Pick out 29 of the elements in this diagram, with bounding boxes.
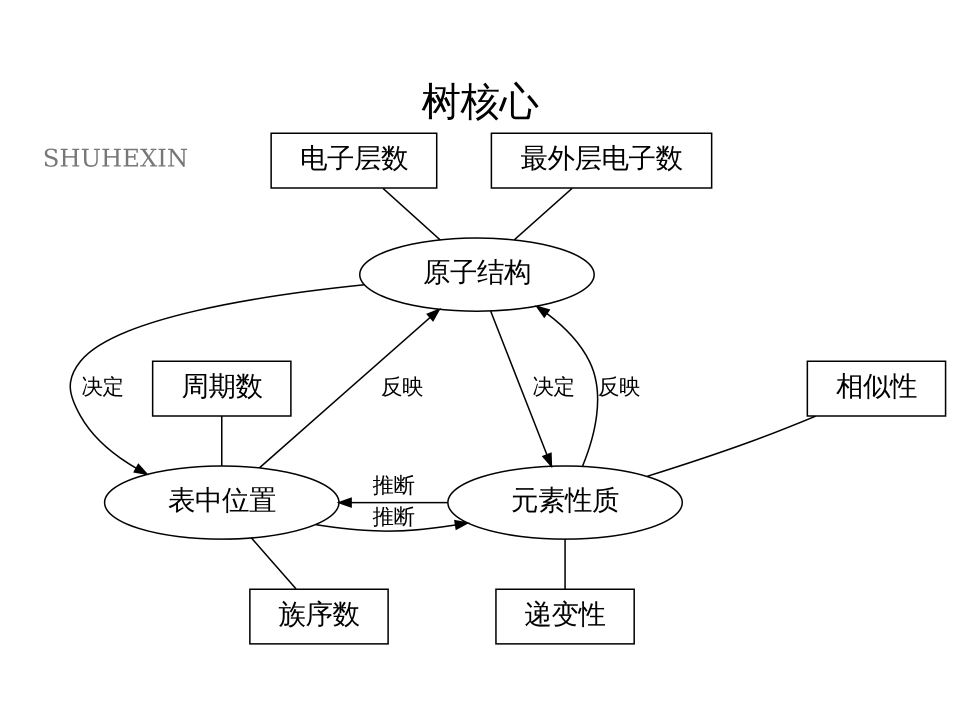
connector <box>382 187 441 240</box>
connector <box>564 538 566 588</box>
arrow <box>259 307 442 468</box>
node-box: 电子层数 <box>270 132 438 188</box>
edge-label: 决定 <box>82 374 124 400</box>
connector <box>514 187 573 240</box>
edge-label: 推断 <box>372 504 414 530</box>
arrow <box>336 496 448 508</box>
node-box: 族序数 <box>249 588 389 644</box>
node-box: 递变性 <box>495 588 635 644</box>
node-ellipse: 元素性质 <box>447 464 684 540</box>
edge-label: 反映 <box>380 374 423 400</box>
connector <box>250 537 297 589</box>
node-box: 最外层电子数 <box>490 132 712 188</box>
connector <box>221 416 223 466</box>
node-box: 周期数 <box>152 360 292 416</box>
node-ellipse: 表中位置 <box>104 464 340 540</box>
edge-label: 反映 <box>598 374 640 400</box>
label: SHUHEXIN <box>42 142 188 172</box>
node-ellipse: 原子结构 <box>359 236 595 312</box>
arrow <box>534 304 598 466</box>
arrow <box>70 284 365 475</box>
arrow <box>490 310 552 468</box>
edge-label: 推断 <box>372 472 414 498</box>
edge-label: 决定 <box>532 374 575 400</box>
arrow <box>316 519 470 532</box>
node-box: 相似性 <box>806 360 946 416</box>
connector <box>646 414 816 477</box>
diagram-title: 树核心 <box>422 78 538 124</box>
